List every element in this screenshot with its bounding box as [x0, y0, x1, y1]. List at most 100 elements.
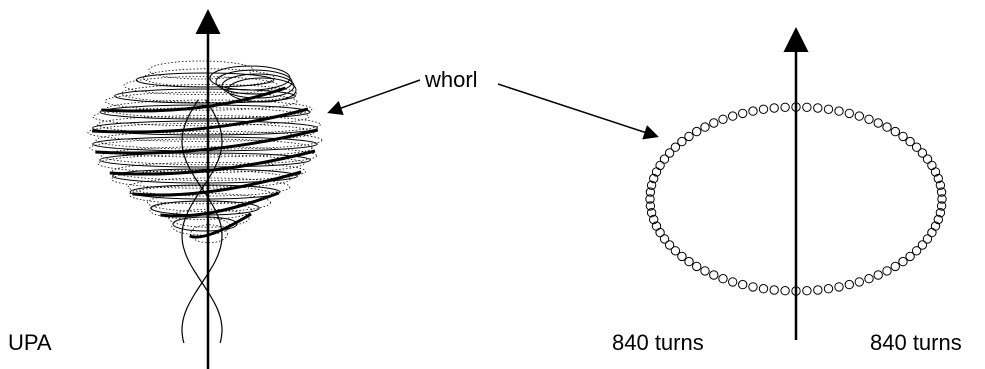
whorl-coil-loop — [659, 234, 670, 244]
whorl-coil-loop — [937, 194, 947, 204]
whorl-coil-loop — [873, 118, 883, 128]
whorl-coil-loop — [844, 279, 854, 290]
whorl-coil-loop — [935, 180, 946, 191]
whorl-label: whorl — [425, 67, 478, 92]
whorl-coil-loop — [823, 284, 834, 294]
whorl-coil-loop — [844, 108, 854, 119]
whorl-coil-loop — [854, 111, 864, 121]
whorl-coil-loop — [645, 187, 656, 197]
whorl-coil-loop — [905, 251, 915, 262]
upa-bold-helix-stroke — [160, 191, 280, 218]
whorl-coil-loop — [655, 160, 665, 171]
whorl-coil-loop — [709, 270, 719, 280]
upa-dotted-coil — [123, 76, 279, 95]
whorl-coil-loop — [769, 285, 779, 295]
whorl-coil-loop — [933, 214, 943, 225]
whorl-coil-loop — [834, 282, 844, 292]
upa-dotted-coil — [149, 200, 253, 220]
upa-outline-ring — [172, 216, 238, 232]
whorl-coil-loop — [930, 167, 941, 177]
whorl-coil-loop — [917, 148, 928, 158]
whorl-coil-loop — [646, 208, 657, 218]
upa-outline-ring — [92, 136, 318, 152]
upa-bold-helix-stroke — [132, 170, 302, 197]
whorl-coil-loop — [898, 131, 908, 142]
whorl-coil-loop — [864, 274, 874, 284]
upa-inner-strand-a — [181, 99, 223, 344]
whorl-coil-loop — [649, 214, 659, 225]
whorl-coil-loop — [882, 122, 892, 132]
whorl-coil-loop — [898, 256, 908, 267]
whorl-coil-loop — [873, 270, 883, 280]
whorl-coil-loop — [905, 136, 915, 147]
upa-dotted-coil — [111, 169, 291, 189]
whorl-coil-loop — [802, 102, 812, 113]
whorl-coil-loop — [758, 284, 769, 294]
upa-dotted-coil — [104, 91, 298, 111]
whorl-coil-loop — [769, 103, 779, 113]
turns-label-right: 840 turns — [870, 330, 962, 355]
upa-outline-ring — [92, 120, 318, 136]
whorl-coil-ring — [645, 102, 947, 296]
whorl-coil-loop — [659, 154, 670, 164]
whorl-coil-loop — [677, 251, 687, 262]
upa-dotted-coil — [89, 138, 313, 158]
whorl-coil-loop — [933, 173, 943, 184]
whorl-coil-loop — [670, 142, 681, 152]
whorl-coil-loop — [922, 154, 933, 164]
whorl-coil-loop — [935, 208, 946, 218]
whorl-coil-loop — [780, 286, 790, 296]
upa-spiral-figure — [87, 60, 323, 344]
whorl-coil-loop — [728, 111, 738, 121]
whorl-coil-loop — [854, 277, 864, 287]
upa-top-loop — [227, 77, 297, 103]
upa-dotted-coil — [111, 161, 307, 181]
whorl-coil-loop — [738, 108, 748, 119]
whorl-coil-loop — [834, 106, 844, 116]
upa-dotted-coil — [95, 130, 323, 150]
whorl-coil-loop — [664, 148, 675, 158]
whorl-coil-loop — [684, 131, 694, 142]
whorl-coil-loop — [936, 187, 947, 197]
turns-label-left: 840 turns — [612, 330, 704, 355]
whorl-coil-loop — [911, 142, 922, 152]
whorl-coil-loop — [882, 266, 892, 276]
whorl-coil-loop — [758, 104, 769, 115]
whorl-coil-loop — [936, 201, 947, 211]
upa-outline-ring — [150, 200, 260, 216]
upa-bold-helix-stroke — [189, 212, 252, 239]
whorl-coil-loop — [927, 227, 937, 238]
upa-dotted-coil — [97, 154, 305, 174]
whorl-pointer-right-arrow — [497, 83, 659, 140]
whorl-coil-loop — [927, 160, 937, 171]
whorl-coil-loop — [651, 221, 662, 231]
whorl-coil-loop — [655, 227, 665, 238]
whorl-coil-loop — [748, 106, 758, 116]
whorl-coil-loop — [922, 234, 933, 244]
upa-bold-helix-stroke — [91, 107, 309, 134]
whorl-pointer-left-arrow — [327, 79, 421, 116]
upa-outline-ring — [99, 152, 311, 168]
whorl-coil-loop — [677, 136, 687, 147]
whorl-coil-loop — [780, 102, 790, 113]
whorl-coil-loop — [813, 103, 823, 113]
whorl-coil-loop — [890, 261, 900, 272]
upa-outline-ring — [99, 104, 311, 120]
upa-bold-helix-stroke — [101, 86, 286, 113]
whorl-coil-loop — [911, 246, 922, 256]
whorl-coil-loop — [718, 274, 728, 284]
whorl-coil-loop — [748, 282, 758, 292]
whorl-coil-loop — [670, 246, 681, 256]
whorl-coil-loop — [692, 126, 702, 137]
upa-inner-strand-b — [181, 99, 223, 344]
whorl-coil-loop — [890, 126, 900, 137]
whorl-coil-loop — [802, 286, 812, 296]
whorl-coil-loop — [917, 240, 928, 250]
upa-outline-ring — [114, 88, 296, 104]
upa-dotted-coil — [92, 107, 310, 127]
whorl-coil-loop — [692, 261, 702, 272]
whorl-coil-loop — [709, 118, 719, 128]
whorl-coil-loop — [718, 114, 728, 125]
whorl-coil-loop — [864, 114, 874, 125]
